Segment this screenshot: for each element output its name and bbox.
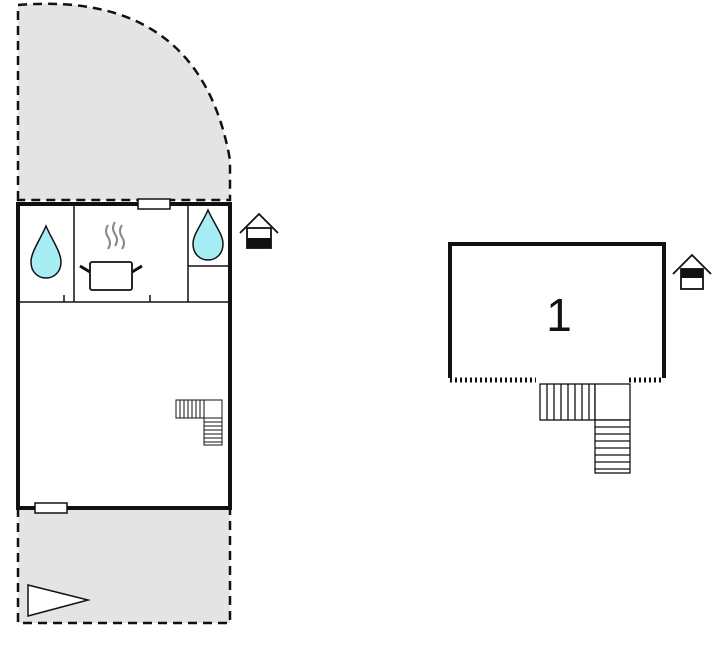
interior-walls (18, 204, 230, 303)
cooking-pot-icon (79, 221, 143, 291)
window-bottom (34, 502, 68, 514)
window-top (137, 198, 171, 210)
house-floor-upper-icon (672, 253, 712, 290)
house-floor-ground-icon (239, 212, 279, 249)
terrace-top (16, 2, 232, 202)
water-drop-icon (30, 224, 62, 279)
water-drop-icon (192, 208, 224, 261)
triangle-pointer-icon (27, 584, 91, 617)
staircase-icon (539, 383, 631, 474)
floor-label: 1 (546, 289, 572, 341)
staircase-icon (175, 399, 223, 446)
upper-floor-outline (448, 242, 666, 383)
